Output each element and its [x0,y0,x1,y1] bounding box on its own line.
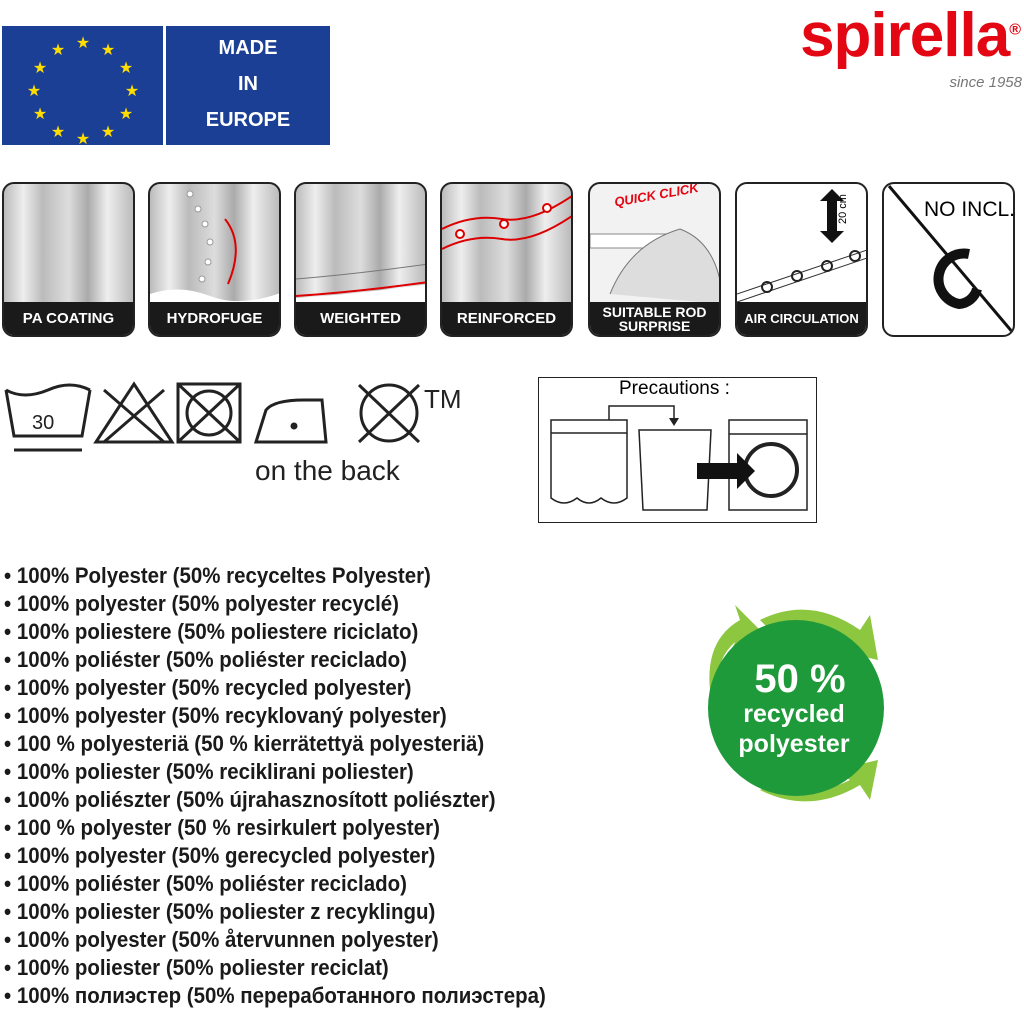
list-item: • 100% Polyester (50% recyceltes Polyest… [4,563,431,588]
list-item: • 100% poliester (50% poliester reciclat… [4,955,389,980]
care-symbols: 30 TM [4,381,462,452]
list-item: • 100% poliester (50% reciklirani polies… [4,759,414,784]
trademark: TM [424,384,462,414]
no-tumble-dry-icon [176,382,242,444]
svg-text:★: ★ [119,106,133,123]
feature-no-rings-included: NO INCL. [882,182,1015,337]
badge-line: MADE [218,37,278,59]
made-in-europe-badge: MADE IN EUROPE [166,26,330,145]
brand-since: since 1958 [949,74,1022,91]
feature-label: HYDROFUGE [150,302,279,335]
recycled-percent: 50 % [754,657,845,701]
weighted-hem-icon [296,264,425,309]
no-bleach-icon [93,381,175,444]
brand-name: spirella [800,1,1010,70]
feature-reinforced: REINFORCED [440,182,573,337]
recycled-badge: 50 % recycled polyester [708,605,884,802]
eu-flag: ★★★★ ★★★★ ★★★★ [2,26,163,148]
wash-temp: 30 [32,412,54,434]
wash-in-bag-icon [550,405,808,511]
list-item: • 100% polyester (50% gerecycled polyest… [4,843,436,868]
spirella-logo: spirella® [800,1,1021,70]
badge-line: IN [238,73,258,95]
precautions-box: Precautions : [538,377,817,523]
polyester-label: polyester [738,730,849,758]
material-composition-list: • 100% Polyester (50% recyceltes Polyest… [4,562,587,1010]
list-item: • 100% poliészter (50% újrahasznosított … [4,787,496,812]
wash-30-icon [4,383,92,452]
reinforced-eyelets-icon [442,195,571,250]
no-incl-text: NO INCL. [924,198,1015,221]
precautions-title: Precautions : [619,378,730,399]
list-item: • 100% poliéster (50% poliéster reciclad… [4,647,407,672]
list-item: • 100 % polyesteriä (50 % kierrätettyä p… [4,731,485,756]
no-rings-icon: NO INCL. [887,185,1015,335]
list-item: • 100% polyester (50% recycled polyester… [4,675,412,700]
feature-label: SUITABLE ROD SURPRISE [590,302,719,335]
svg-text:★: ★ [33,60,47,77]
care-note: on the back [255,455,400,486]
eu-stars-icon: ★★★★ ★★★★ ★★★★ [27,35,139,148]
feature-label: WEIGHTED [296,302,425,335]
badge-line: EUROPE [205,109,291,131]
rod-rings-icon: 20 cm [737,189,866,303]
svg-text:★: ★ [51,42,65,59]
feature-suitable-rod: QUICK CLICK SUITABLE ROD SURPRISE [588,182,721,337]
svg-text:★: ★ [76,131,90,145]
feature-weighted: WEIGHTED [294,182,427,337]
feature-hydrofuge: HYDROFUGE [148,182,281,337]
no-dry-clean-icon [357,383,421,444]
svg-text:★: ★ [125,83,139,100]
quick-click-text: QUICK CLICK [613,184,701,210]
feature-pa-coating: PA COATING [2,182,135,337]
svg-text:★: ★ [119,60,133,77]
svg-text:★: ★ [101,124,115,141]
svg-text:★: ★ [51,124,65,141]
list-item: • 100% poliéster (50% poliéster reciclad… [4,871,407,896]
feature-label: AIR CIRCULATION [737,302,866,335]
svg-text:★: ★ [27,83,41,100]
list-item: • 100% полиэстер (50% переработанного по… [4,983,546,1008]
svg-text:★: ★ [101,42,115,59]
feature-label: PA COATING [4,302,133,335]
list-item: • 100% poliester (50% poliester z recykl… [4,899,436,924]
list-item: • 100% poliestere (50% poliestere ricicl… [4,619,419,644]
svg-text:★: ★ [76,35,90,52]
list-item: • 100% polyester (50% återvunnen polyest… [4,927,439,952]
feature-air-circulation: 20 cm AIR CIRCULATION [735,182,868,337]
water-drops-icon [150,190,279,309]
list-item: • 100% polyester (50% polyester recyclé) [4,591,399,616]
distance-label: 20 cm [837,194,849,224]
svg-text:★: ★ [33,106,47,123]
list-item: • 100 % polyester (50 % resirkulert poly… [4,815,440,840]
list-item: • 100% polyester (50% recyklovaný polyes… [4,703,447,728]
quick-click-icon: QUICK CLICK [590,184,719,304]
feature-label: REINFORCED [442,302,571,335]
iron-low-icon [253,398,328,444]
recycled-label: recycled [743,700,844,728]
